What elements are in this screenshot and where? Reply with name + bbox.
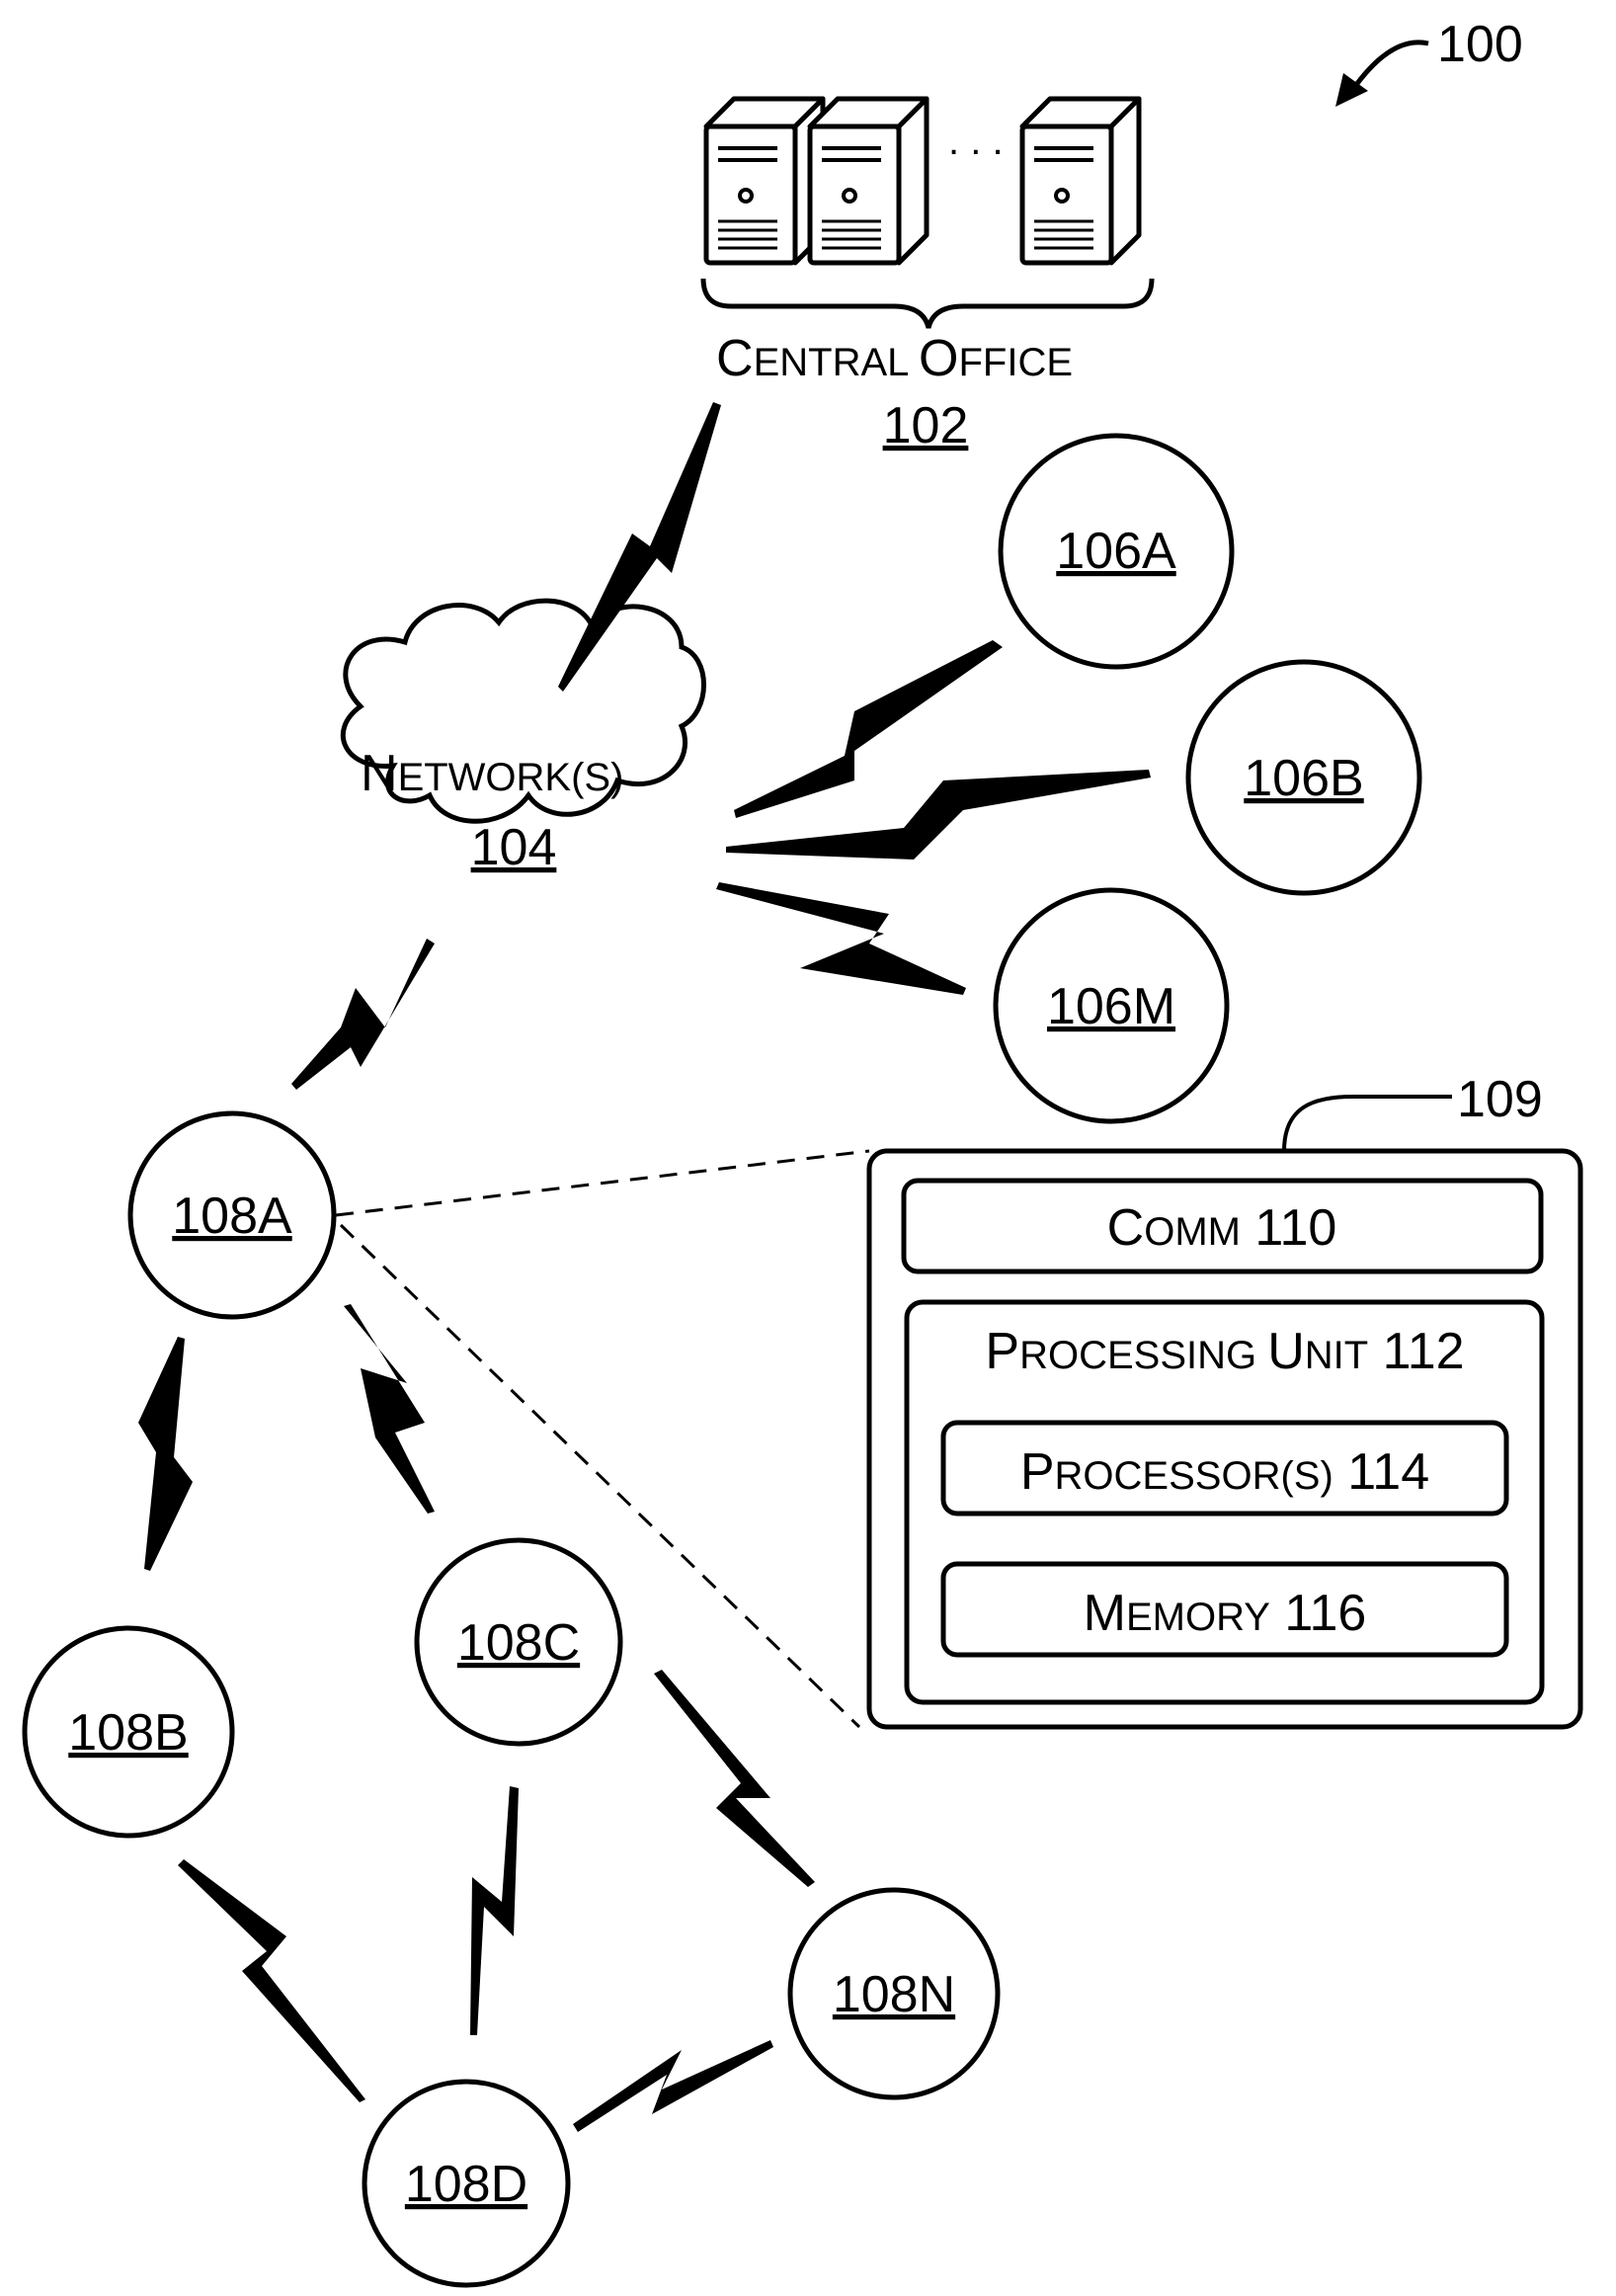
central-office-label: CENTRAL OFFICE <box>716 330 1073 387</box>
node-108d: 108D <box>364 2082 568 2285</box>
node-108b-label: 108B <box>68 1704 188 1762</box>
node-108n-label: 108N <box>833 1966 955 2023</box>
node-108c: 108C <box>417 1540 620 1744</box>
servers-ellipsis: . . . <box>948 120 1004 163</box>
server-icon <box>1022 99 1139 263</box>
wireless-link-108c-108n <box>654 1670 815 1887</box>
wireless-link-108c-108d <box>470 1786 519 2035</box>
device-106a-label: 106A <box>1056 523 1176 580</box>
figure-ref-arrow <box>1353 42 1428 89</box>
box-109-ref: 109 <box>1457 1071 1543 1128</box>
device-106b: 106B <box>1188 662 1419 893</box>
node-108n: 108N <box>790 1890 998 2097</box>
servers-brace <box>703 279 1152 328</box>
device-106m: 106M <box>996 890 1227 1121</box>
figure-ref-label: 100 <box>1437 16 1523 73</box>
central-office-ref: 102 <box>883 397 969 454</box>
server-icon <box>810 99 927 263</box>
callout-line-top <box>336 1151 869 1215</box>
device-component-box: COMM 110 PROCESSING UNIT 112 PROCESSOR(S… <box>869 1151 1580 1727</box>
wireless-link-network-106m <box>716 882 966 995</box>
node-108c-label: 108C <box>457 1614 580 1672</box>
node-108d-label: 108D <box>405 2156 527 2213</box>
node-108b: 108B <box>25 1628 232 1836</box>
central-office-servers <box>706 99 1139 263</box>
wireless-link-108a-108c <box>344 1304 435 1514</box>
device-106m-label: 106M <box>1047 978 1175 1035</box>
node-108a-label: 108A <box>172 1188 292 1245</box>
node-108a: 108A <box>130 1113 334 1317</box>
box-109-leader <box>1284 1097 1452 1151</box>
device-106b-label: 106B <box>1244 750 1363 807</box>
wireless-link-108a-108b <box>138 1337 193 1571</box>
network-ref: 104 <box>471 819 557 876</box>
device-106a: 106A <box>1001 436 1232 667</box>
wireless-link-108b-108d <box>178 1859 365 2102</box>
wireless-link-108d-108n <box>573 2040 773 2132</box>
server-icon <box>706 99 823 263</box>
wireless-link-network-108a <box>291 939 435 1090</box>
